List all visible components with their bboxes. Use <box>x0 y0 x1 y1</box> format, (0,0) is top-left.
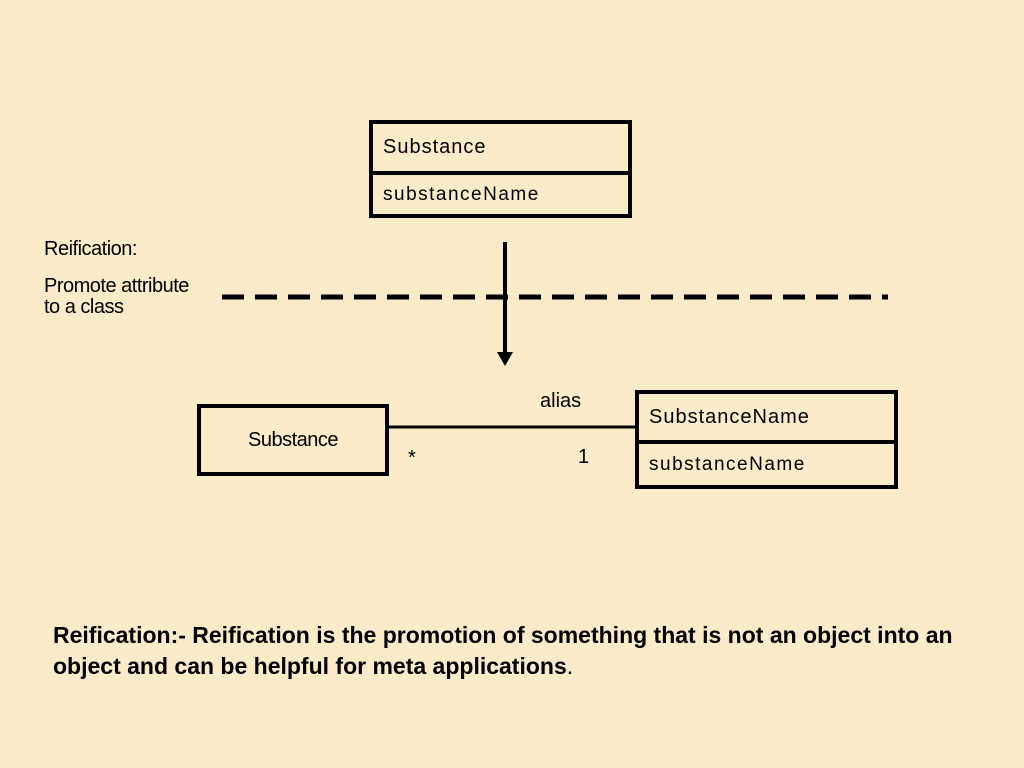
class-attribute: substanceName <box>373 171 628 214</box>
class-attribute: substanceName <box>639 440 894 485</box>
footer-trailing: . <box>566 653 574 679</box>
class-name: SubstanceName <box>649 405 810 428</box>
multiplicity-left: * <box>408 447 416 469</box>
footer-description: Reification:- Reification is the promoti… <box>53 620 953 682</box>
side-note-title: Reification: <box>44 238 137 260</box>
side-note-description: Promote attribute to a class <box>44 275 189 318</box>
class-box-substance-reified[interactable]: Substance <box>197 404 389 476</box>
multiplicity-right: 1 <box>578 446 590 468</box>
footer-text: Reification:- Reification is the promoti… <box>53 622 953 679</box>
class-box-substance[interactable]: Substance substanceName <box>369 120 632 218</box>
reification-arrow-head <box>497 352 513 366</box>
class-name: Substance <box>383 136 487 158</box>
class-box-substancename[interactable]: SubstanceName substanceName <box>635 390 898 489</box>
association-role-label: alias <box>540 390 582 412</box>
class-name: Substance <box>247 428 339 451</box>
